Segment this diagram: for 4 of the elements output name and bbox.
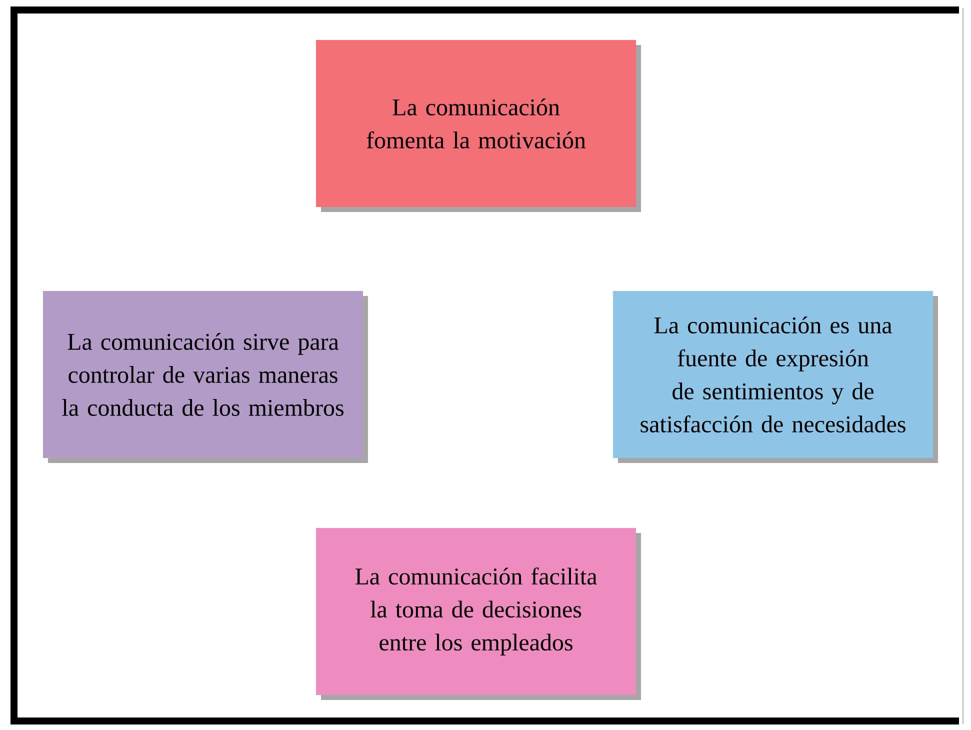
text-box: La comunicación sirve para controlar de varias maneras la conducta de los miembros [43, 291, 368, 463]
text-box: La comunicación facilita la toma de decisiones entre los empleados [316, 528, 641, 700]
text-box: La comunicación fomenta la motivación [316, 40, 641, 212]
text-box: La comunicación es una fuente de expresión de sentimientos y de satisfacción de necesidades [613, 291, 938, 463]
